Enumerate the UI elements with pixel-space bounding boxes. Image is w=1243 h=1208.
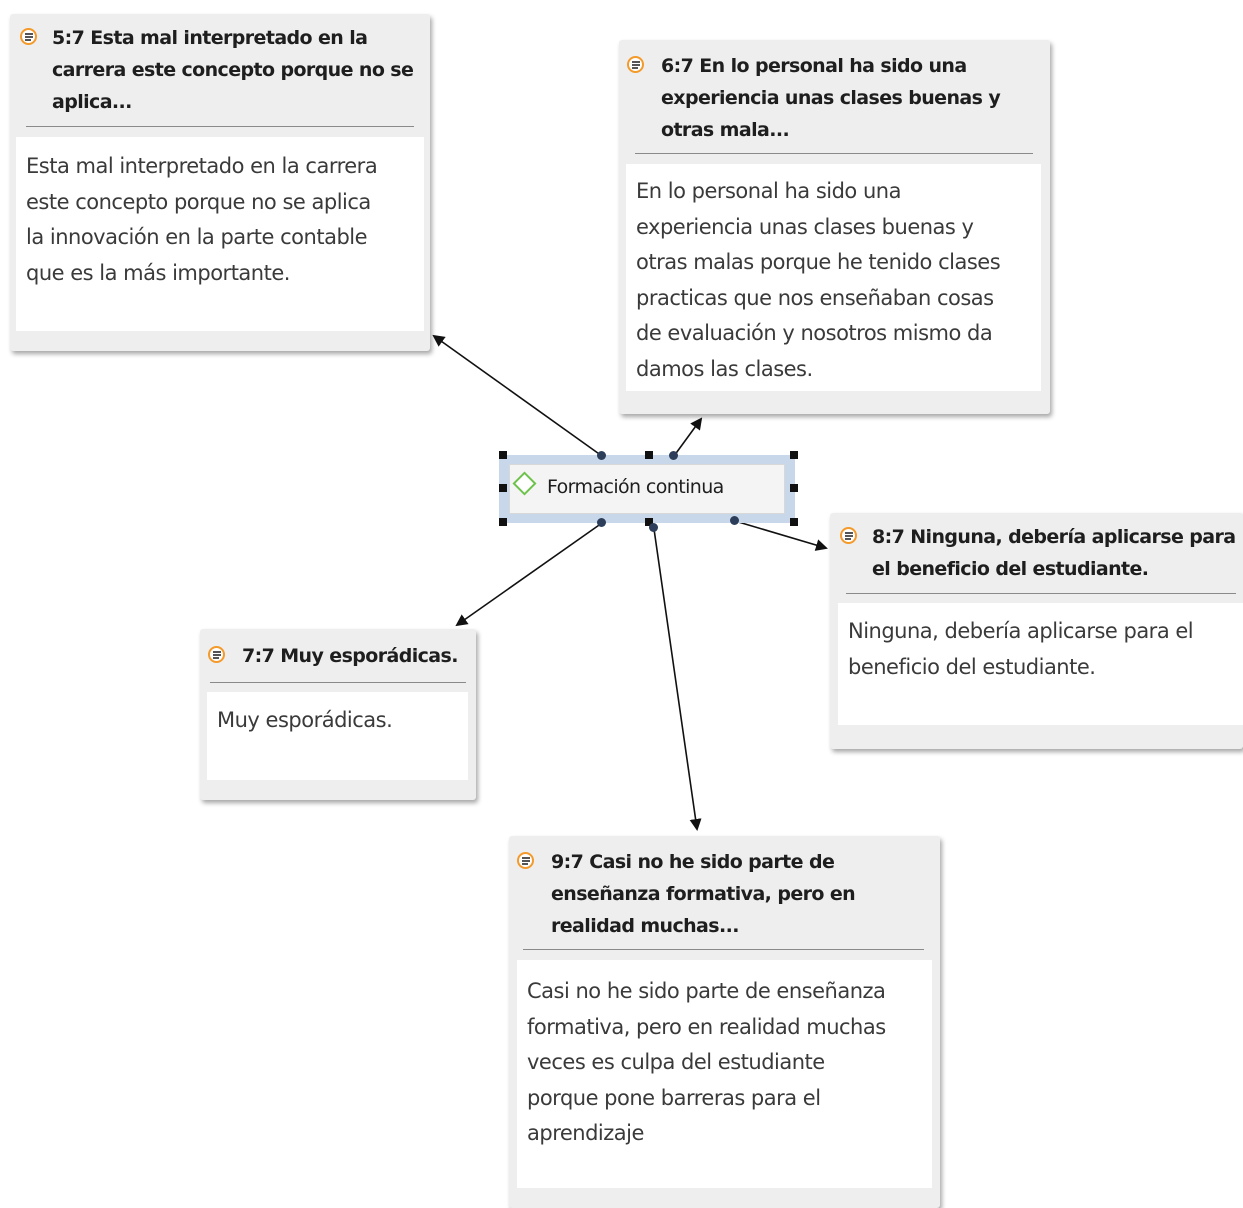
quote-divider <box>210 682 466 683</box>
code-node-formacion-continua[interactable]: Formación continua <box>499 455 795 523</box>
link-to-quote-5-7[interactable] <box>432 334 603 457</box>
quote-node-5-7[interactable]: 5:7 Esta mal interpretado en la carrera … <box>10 14 430 351</box>
quote-node-8-7[interactable]: 8:7 Ninguna, debería aplicarse para el b… <box>830 513 1243 749</box>
resize-handle-bottom-right[interactable] <box>790 518 798 526</box>
quotation-icon <box>627 56 644 73</box>
resize-handle-middle-left[interactable] <box>499 484 507 492</box>
resize-handle-top-left[interactable] <box>499 451 507 459</box>
quote-content: En lo personal ha sido una experiencia u… <box>626 164 1041 391</box>
link-anchor[interactable] <box>597 451 606 460</box>
link-to-quote-6-7[interactable] <box>673 417 703 457</box>
link-to-quote-8-7[interactable] <box>734 520 828 551</box>
quotation-icon <box>840 527 857 544</box>
quote-title: 6:7 En lo personal ha sido una experienc… <box>661 55 1001 141</box>
resize-handle-bottom-center[interactable] <box>645 518 653 526</box>
quote-title: 5:7 Esta mal interpretado en la carrera … <box>52 27 414 113</box>
quote-title: 8:7 Ninguna, debería aplicarse para el b… <box>872 526 1236 580</box>
link-to-quote-9-7[interactable] <box>653 528 702 831</box>
resize-handle-top-right[interactable] <box>790 451 798 459</box>
quote-title: 7:7 Muy esporádicas. <box>242 645 458 667</box>
quote-content: Muy esporádicas. <box>207 692 468 780</box>
link-anchor[interactable] <box>669 451 678 460</box>
quote-content: Ninguna, debería aplicarse para el benef… <box>838 603 1243 725</box>
quote-node-7-7[interactable]: 7:7 Muy esporádicas. Muy esporádicas. <box>200 629 476 800</box>
quotation-icon <box>20 28 37 45</box>
quote-divider <box>635 153 1033 154</box>
link-anchor[interactable] <box>649 523 658 532</box>
quote-divider <box>523 949 924 950</box>
resize-handle-middle-right[interactable] <box>790 484 798 492</box>
quote-content: Esta mal interpretado en la carrera este… <box>16 137 424 331</box>
quote-divider <box>846 593 1236 594</box>
code-node-label: Formación continua <box>547 476 724 498</box>
code-node-body <box>509 464 785 514</box>
resize-handle-top-center[interactable] <box>645 451 653 459</box>
resize-handle-bottom-left[interactable] <box>499 518 507 526</box>
quote-node-6-7[interactable]: 6:7 En lo personal ha sido una experienc… <box>619 40 1050 414</box>
quote-title: 9:7 Casi no he sido parte de enseñanza f… <box>551 851 856 937</box>
quotation-icon <box>517 852 534 869</box>
quotation-icon <box>208 646 225 663</box>
link-anchor[interactable] <box>597 518 606 527</box>
link-anchor[interactable] <box>730 516 739 525</box>
quote-divider <box>26 126 414 127</box>
link-to-quote-7-7[interactable] <box>455 522 603 627</box>
quote-content: Casi no he sido parte de enseñanza forma… <box>517 960 932 1188</box>
quote-node-9-7[interactable]: 9:7 Casi no he sido parte de enseñanza f… <box>509 836 940 1208</box>
